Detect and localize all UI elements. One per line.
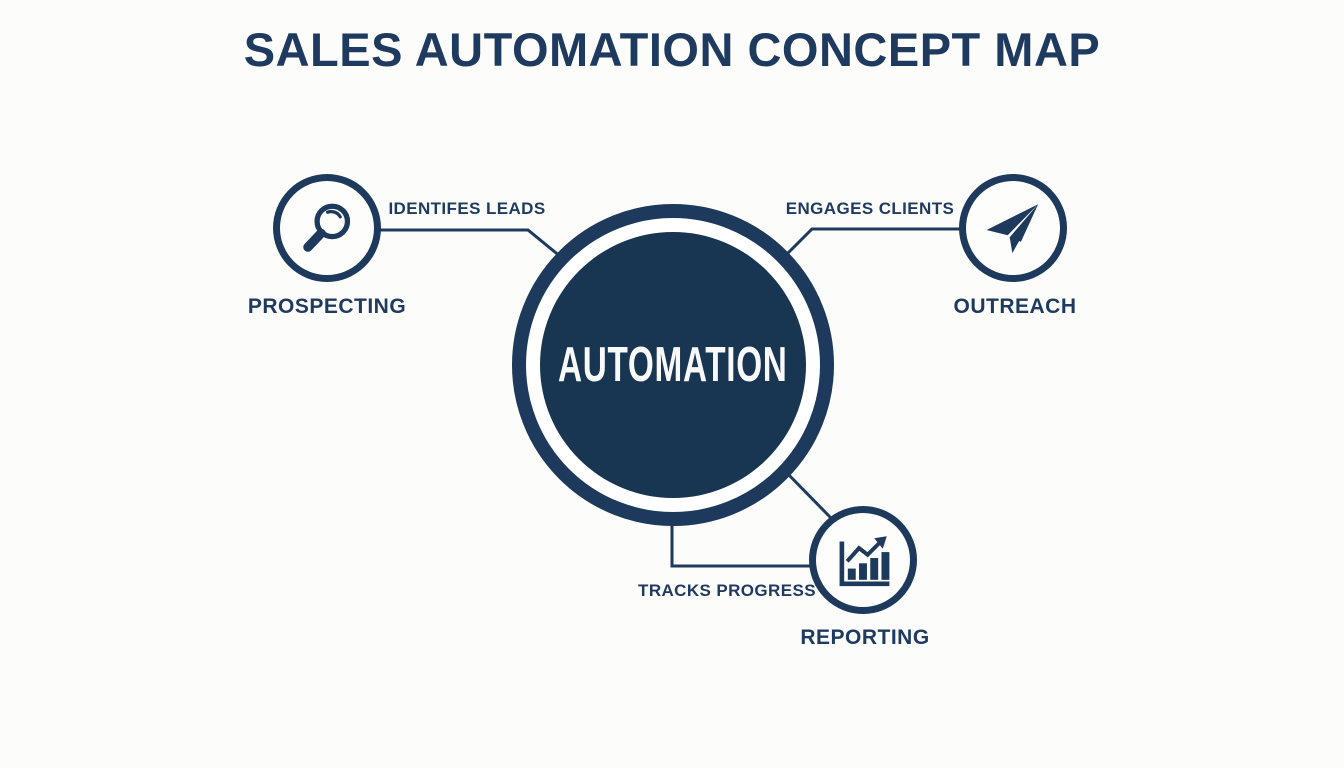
connector-prospecting xyxy=(380,228,562,259)
central-node-label: AUTOMATION xyxy=(558,338,788,392)
paper-plane-icon xyxy=(986,204,1039,254)
label-outreach: OUTREACH xyxy=(953,295,1077,318)
node-outreach xyxy=(959,174,1067,282)
edge-label-tracks-progress: TRACKS PROGRESS xyxy=(638,581,816,600)
page-title: SALES AUTOMATION CONCEPT MAP xyxy=(243,23,1101,76)
edge-label-identifes-leads: IDENTIFES LEADS xyxy=(388,199,546,218)
connector-reporting-diagonal xyxy=(783,469,833,520)
bar-chart-icon xyxy=(839,536,890,587)
magnifier-icon xyxy=(303,203,351,252)
node-reporting xyxy=(809,506,917,614)
central-node-fill: AUTOMATION xyxy=(540,232,806,498)
connector-reporting-elbow xyxy=(670,521,811,568)
edge-label-engages-clients: ENGAGES CLIENTS xyxy=(785,199,955,218)
label-prospecting: PROSPECTING xyxy=(247,295,407,318)
connector-outreach xyxy=(782,227,960,259)
node-prospecting xyxy=(273,174,381,282)
central-node-automation: AUTOMATION xyxy=(512,204,834,526)
label-reporting: REPORTING xyxy=(800,626,930,649)
